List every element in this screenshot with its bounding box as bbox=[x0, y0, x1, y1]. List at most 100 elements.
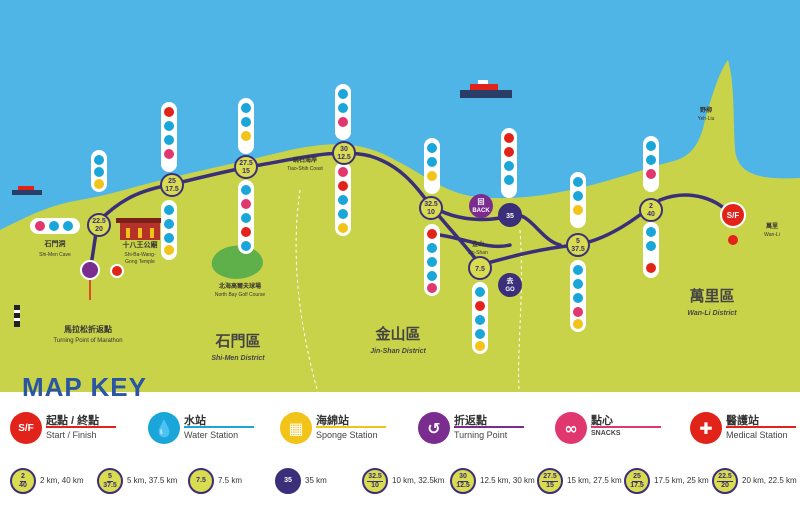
distance-legend-text: 15 km, 27.5 km bbox=[567, 476, 622, 485]
jinshan-place-label-zh: 金山 bbox=[471, 240, 484, 248]
wanli-place-label-en: Wan-Li bbox=[764, 232, 780, 238]
district-shimen-zh: 石門區 bbox=[214, 333, 260, 350]
key-item-label-zh: 折返點 bbox=[454, 415, 487, 427]
key-item-label-en: Start / Finish bbox=[46, 430, 97, 440]
key-item-label-en: SNACKS bbox=[591, 430, 621, 437]
key-item-label-en: Medical Station bbox=[726, 430, 788, 440]
map-key-title: MAP KEY bbox=[22, 372, 147, 402]
medical-cross-icon: ✚ bbox=[690, 412, 722, 444]
cp-4-a: 30 bbox=[340, 146, 348, 153]
key-item-label-zh: 起點 / 終點 bbox=[46, 415, 100, 427]
distance-legend-text: 7.5 km bbox=[218, 476, 243, 485]
turning-point-label-en: Turning Point of Marathon bbox=[53, 338, 122, 344]
key-item-start-finish: S/F 起點 / 終點 Start / Finish bbox=[10, 412, 130, 452]
start-finish-marker: S/F bbox=[727, 211, 740, 220]
cp-5-a: 32.5 bbox=[424, 201, 438, 208]
key-item-label-en: Water Station bbox=[184, 430, 239, 440]
key-divider bbox=[726, 426, 796, 428]
key-item-snacks: ∞ 點心 SNACKS bbox=[555, 412, 675, 452]
district-jinshan-zh: 金山區 bbox=[374, 325, 420, 343]
back-marker-zh: 回 bbox=[478, 197, 485, 206]
distance-legend-text: 5 km, 37.5 km bbox=[127, 476, 178, 485]
district-wanli-zh: 萬里區 bbox=[689, 287, 734, 305]
cp-7-a: 7.5 bbox=[475, 266, 485, 273]
lighthouse-icon bbox=[14, 305, 20, 327]
key-divider bbox=[591, 426, 661, 428]
sponge-icon: ▦ bbox=[280, 412, 312, 444]
key-item-label-zh: 海綿站 bbox=[316, 415, 349, 427]
key-item-label-zh: 醫護站 bbox=[726, 415, 759, 427]
distance-legend-item: 7.5 7.5 km bbox=[188, 468, 258, 494]
yehliu-label-en: Yeh-Liu bbox=[698, 116, 715, 122]
cp-4-b: 12.5 bbox=[337, 154, 351, 161]
key-item-water: 💧 水站 Water Station bbox=[148, 412, 268, 452]
distance-legend-text: 2 km, 40 km bbox=[40, 476, 84, 485]
cp-3-b: 15 bbox=[242, 168, 250, 175]
shimen-cave-label-zh: 石門洞 bbox=[44, 239, 66, 248]
distance-legend-text: 17.5 km, 25 km bbox=[654, 476, 709, 485]
key-divider bbox=[316, 426, 386, 428]
district-wanli-en: Wan-Li District bbox=[687, 310, 737, 317]
key-item-label-en: Sponge Station bbox=[316, 430, 378, 440]
distance-badge: 35 bbox=[275, 468, 301, 494]
golf-course-shape bbox=[211, 245, 263, 279]
distance-legend-text: 20 km, 22.5 km bbox=[742, 476, 797, 485]
jinshan-place-label-en: Jin-Shan bbox=[468, 250, 488, 256]
shimen-cave-label-en: Shi-Men Cave bbox=[39, 252, 71, 258]
coast-bump bbox=[0, 299, 40, 400]
cp-8-b: 37.5 bbox=[571, 246, 585, 253]
start-finish-icon: S/F bbox=[10, 412, 42, 444]
distance-badge: 7.5 bbox=[188, 468, 214, 494]
cp-1-b: 20 bbox=[95, 226, 103, 233]
key-divider bbox=[184, 426, 254, 428]
checkpoint-badges bbox=[80, 141, 746, 297]
cp-2-a: 25 bbox=[168, 178, 176, 185]
go-marker-en: GO bbox=[505, 287, 515, 293]
go-marker-zh: 去 bbox=[507, 276, 514, 285]
coast-label-en: Tiao-Shih Coast bbox=[287, 166, 323, 172]
cp-2-b: 17.5 bbox=[165, 186, 179, 193]
station-columns bbox=[30, 84, 738, 354]
golf-label-en: North Bay Golf Course bbox=[215, 292, 266, 298]
distance-legend-item: 35 35 km bbox=[275, 468, 345, 494]
land-mass bbox=[0, 60, 800, 400]
key-divider bbox=[454, 426, 524, 428]
cp-1-a: 22.5 bbox=[92, 218, 106, 225]
distance-legend-text: 35 km bbox=[305, 476, 327, 485]
temple-icon bbox=[116, 218, 164, 240]
key-item-label-en: Turning Point bbox=[454, 430, 508, 440]
key-item-label-zh: 點心 bbox=[591, 415, 613, 427]
small-boat-icon bbox=[12, 186, 42, 195]
key-item-label-zh: 水站 bbox=[184, 415, 206, 427]
district-boundary-1 bbox=[295, 189, 321, 401]
map-key: MAP KEY S/F 起點 / 終點 Start / Finish 💧 水站 … bbox=[0, 372, 800, 514]
district-shimen-en: Shi-Men District bbox=[211, 355, 265, 362]
district-jinshan-en: Jin-Shan District bbox=[370, 348, 426, 355]
coast-label-zh: 跳石海岸 bbox=[293, 156, 317, 164]
cp-5-b: 10 bbox=[427, 209, 435, 216]
cp-9-b: 40 bbox=[647, 211, 655, 218]
turning-point-label-zh: 馬拉松折返點 bbox=[64, 324, 112, 334]
cp-9-a: 2 bbox=[649, 203, 653, 210]
yehliu-label-zh: 野柳 bbox=[700, 106, 712, 114]
golf-label-zh: 北海高爾夫球場 bbox=[219, 282, 261, 290]
turning-point-icon: ↺ bbox=[418, 412, 450, 444]
key-divider bbox=[46, 426, 116, 428]
back-marker-en: BACK bbox=[472, 208, 490, 214]
cp-6-a: 35 bbox=[506, 213, 514, 220]
key-item-sponge: ▦ 海綿站 Sponge Station bbox=[280, 412, 400, 452]
wanli-place-label-zh: 萬里 bbox=[766, 222, 778, 230]
temple-label-en1: Shi-Ba-Wang- bbox=[124, 252, 156, 258]
